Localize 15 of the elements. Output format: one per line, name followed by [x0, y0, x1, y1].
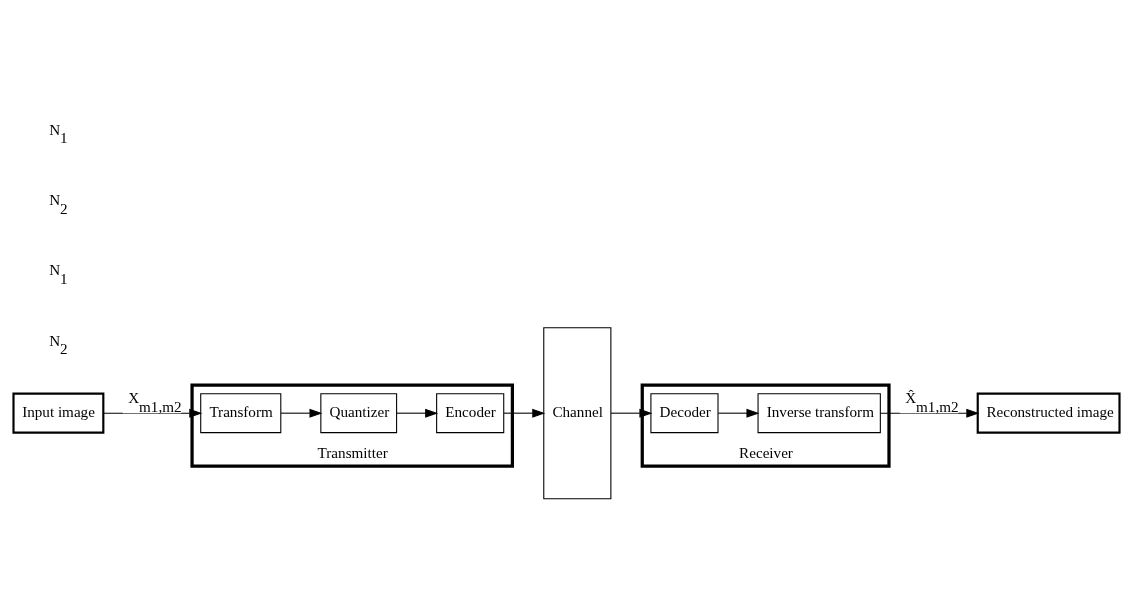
arrow: [610, 408, 653, 418]
node-box: Transform: [200, 393, 282, 434]
node-box: Input image: [12, 392, 105, 434]
arrow: [503, 408, 546, 418]
arrow: [880, 408, 980, 418]
arrow: [103, 408, 203, 418]
arrow: [280, 408, 323, 418]
node-box: Reconstructed image: [976, 392, 1121, 434]
arrow: [396, 408, 439, 418]
node-box: Encoder: [436, 393, 505, 434]
node-box: Inverse transform: [757, 393, 881, 434]
node-box: Channel: [543, 327, 612, 500]
node-box: Decoder: [650, 393, 719, 434]
node-box: Quantizer: [320, 393, 398, 434]
arrow: [717, 408, 760, 418]
